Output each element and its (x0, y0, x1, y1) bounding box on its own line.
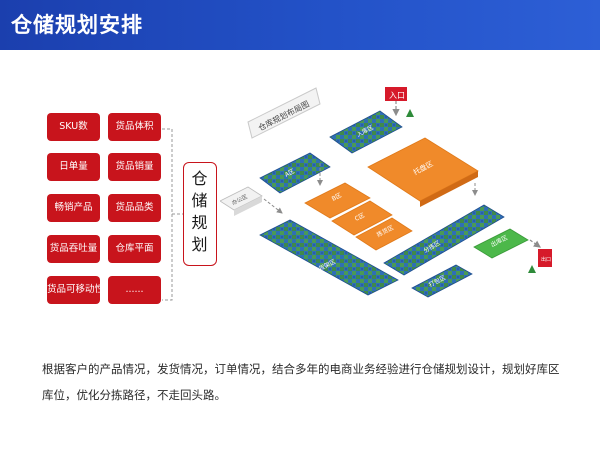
exit-label: 出口 (541, 256, 551, 263)
pallet-zone: 托盘区 (367, 137, 479, 207)
warehouse-planning-label: 仓储规划 (191, 169, 208, 254)
zone-a-shelf-strip: A区 (259, 152, 331, 194)
factor-goods-category: 货品品类 (108, 194, 161, 222)
factor-daily-orders: 日单量 (47, 153, 100, 181)
warehouse-layout-diagram: 仓库规划布局图 入口 入库区 A区 托盘区 B区 C区 拣货区 办公区 货架 (220, 87, 552, 298)
exit-marker: 出口 (528, 239, 552, 273)
warehouse-planning-box: 仓储规划 (183, 162, 217, 266)
zone-c-block: C区 (331, 200, 393, 236)
layout-title-tag: 仓库规划布局图 (247, 87, 321, 139)
sorting-zone: 分拣区 (383, 204, 505, 276)
factor-throughput: 货品吞吐量 (47, 235, 100, 263)
header-bar: 仓储规划安排 (0, 0, 600, 50)
shelf-zone-long: 货架区 (259, 219, 399, 296)
picking-block: 拣货区 (355, 217, 413, 251)
inbound-shelf-zone: 入库区 (329, 110, 403, 154)
factor-bestsellers: 畅销产品 (47, 194, 100, 222)
zone-b-block: B区 (304, 182, 371, 219)
zone-b-label: B区 (331, 192, 343, 203)
factor-goods-volume: 货品体积 (108, 113, 161, 141)
outbound-zone: 出库区 (473, 228, 529, 259)
entrance-label: 入口 (389, 91, 405, 100)
connector-brace (162, 128, 184, 301)
page-title: 仓储规划安排 (11, 13, 143, 37)
zone-a-strip-label: A区 (284, 168, 296, 179)
factor-more: ...... (108, 276, 161, 304)
zone-c-label: C区 (354, 212, 366, 223)
flow-arrows (263, 163, 478, 214)
description-text: 根据客户的产品情况，发货情况，订单情况，结合多年的电商业务经验进行仓储规划设计，… (42, 362, 560, 402)
packing-zone: 打包区 (411, 264, 473, 298)
entrance-marker: 入口 (385, 87, 414, 117)
factor-mobility: 货品可移动性 (47, 276, 100, 304)
factor-goods-sales: 货品销量 (108, 153, 161, 181)
factor-sku-count: SKU数 (47, 113, 100, 141)
office-block: 办公区 (220, 186, 263, 216)
factor-warehouse-plan: 仓库平面 (108, 235, 161, 263)
